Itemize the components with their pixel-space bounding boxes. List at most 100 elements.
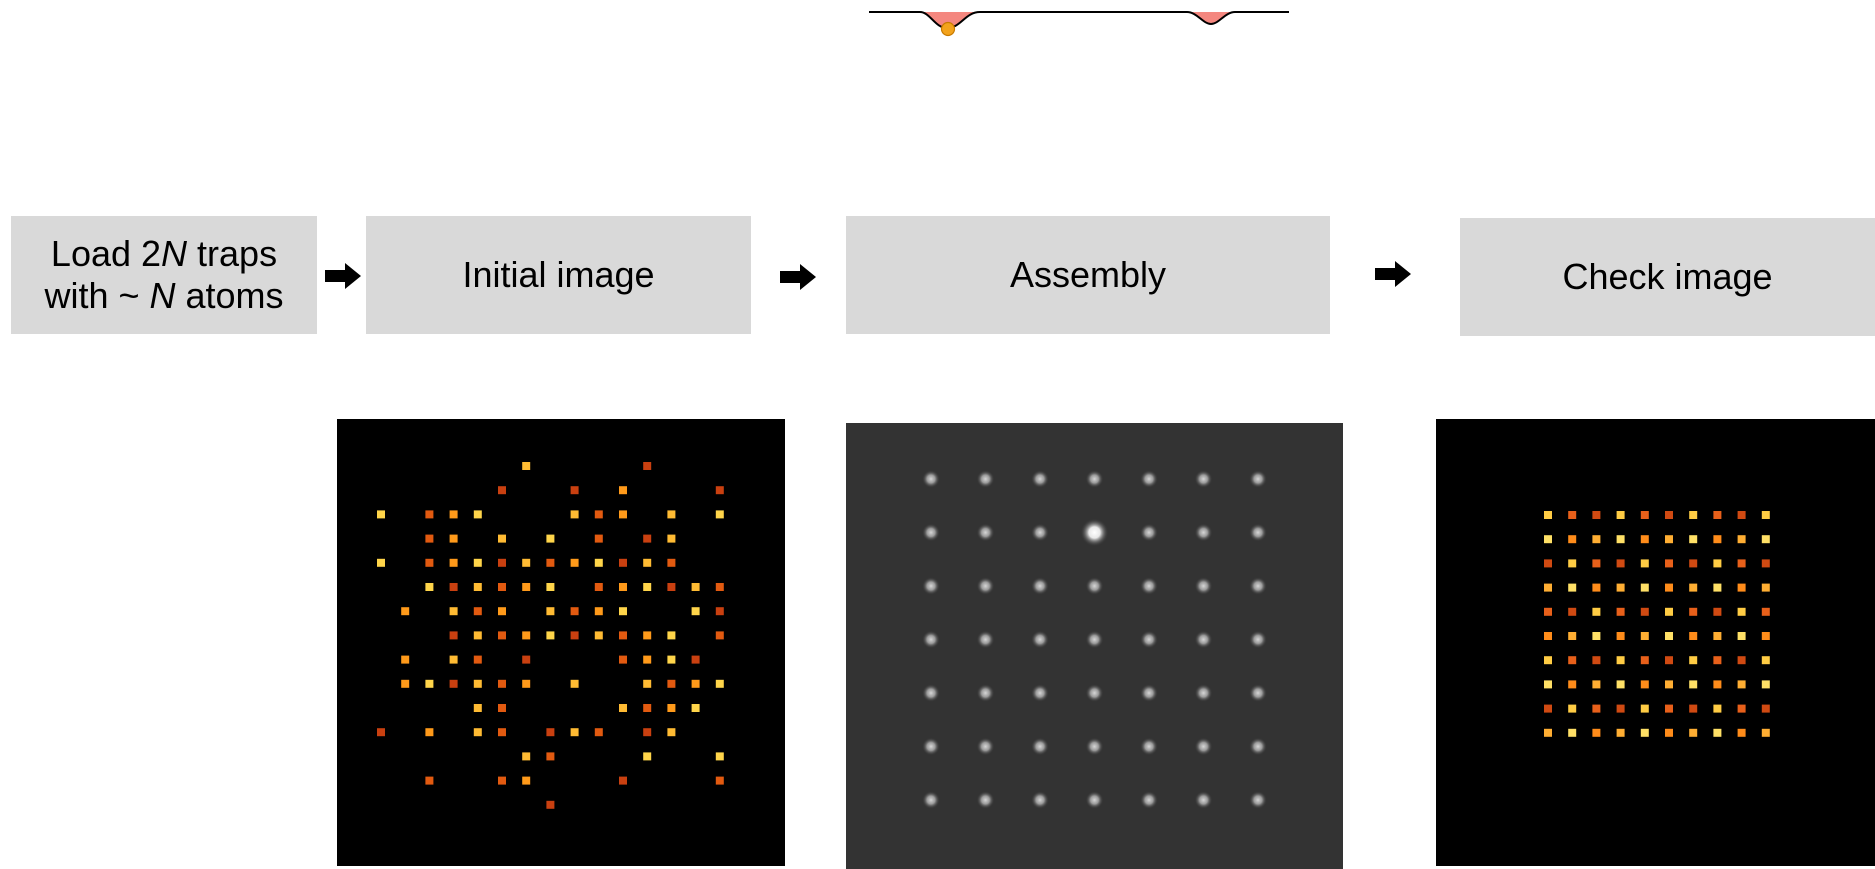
atom-dot [498, 558, 506, 567]
atom-dot [643, 679, 652, 688]
atom-dot [715, 607, 724, 616]
atom-dot [1568, 656, 1577, 665]
atom-dot [1737, 728, 1746, 737]
atom-dot [1665, 680, 1673, 689]
atom-dot [401, 607, 410, 616]
trap-spot [976, 737, 995, 756]
atom-dot [1544, 704, 1552, 713]
atom-dot [1640, 728, 1649, 737]
atom-dot [473, 728, 482, 737]
atom-dot [1689, 728, 1698, 737]
atom-dot [473, 583, 482, 591]
trap-spot [1031, 791, 1049, 809]
step-initial-image: Initial image [366, 216, 751, 334]
atom-dot [1713, 704, 1722, 713]
atom-dot [619, 607, 627, 616]
atom-dot [1640, 559, 1649, 568]
atom-dot [1592, 583, 1601, 592]
atom-dot [1713, 559, 1722, 568]
trap-spot [922, 523, 940, 542]
atom-dot [522, 679, 531, 688]
atom-dot [619, 583, 627, 591]
atom-dot [1665, 511, 1673, 519]
atom-dot [425, 583, 434, 591]
atom-dot [449, 583, 458, 591]
atom-dot [594, 510, 603, 519]
atom-dot [1544, 559, 1552, 568]
atom-dot [667, 510, 676, 519]
atom-dot [498, 704, 506, 712]
step-check-image: Check image [1460, 218, 1875, 336]
atom-dot [473, 679, 482, 688]
atom-dot [1713, 535, 1722, 544]
atom-dot [1761, 680, 1770, 689]
atom-dot [1640, 583, 1649, 592]
trap-spot [1085, 684, 1104, 702]
atom-dot [715, 631, 724, 640]
atom-dot [546, 631, 555, 640]
atom-dot [1616, 535, 1625, 544]
atom-dot [401, 679, 410, 688]
trap-spot [1249, 791, 1267, 809]
atom-dot [619, 776, 627, 785]
trap-spot [1085, 630, 1104, 649]
trap-spot [1194, 523, 1213, 542]
atom-dot [715, 583, 724, 591]
atom-dot [425, 558, 434, 567]
step-load-line-2: with ~ N atoms [44, 275, 284, 316]
trap-spot [976, 470, 995, 488]
trap-spot [1031, 470, 1049, 488]
atom-dot [1737, 632, 1746, 640]
atom-dot [715, 679, 724, 688]
atom-dot [546, 752, 555, 761]
atom-dot [594, 583, 603, 591]
atom-dot [667, 534, 676, 543]
atom-dot [1592, 511, 1601, 519]
atom-dot [1640, 656, 1649, 665]
assembly-trap-image [846, 423, 1343, 869]
atom-dot [1544, 632, 1552, 640]
trap-spot [922, 684, 940, 702]
atom-dot [1665, 535, 1673, 544]
atom-dot [1616, 656, 1625, 665]
atom-dot [1640, 511, 1649, 519]
trap-spot [1031, 577, 1049, 595]
atom-dot [1616, 632, 1625, 640]
trap-spot [922, 737, 940, 756]
atom-dot [1761, 656, 1770, 665]
atom-dot [619, 510, 627, 519]
potential-profile [869, 11, 1289, 37]
atom-dot [667, 728, 676, 737]
trap-spot [922, 577, 940, 595]
atom-dot [1616, 704, 1625, 713]
atom-dot [1665, 656, 1673, 665]
atom-dot [1737, 607, 1746, 616]
atom-dot [594, 534, 603, 543]
atom-dot [1640, 632, 1649, 640]
atom-dot [570, 679, 579, 688]
atom-dot [522, 776, 531, 785]
atom-dot [498, 486, 506, 495]
atom-dot [1568, 607, 1577, 616]
atom-dot [1616, 511, 1625, 519]
atom-dot [1761, 704, 1770, 713]
atom-dot [473, 510, 482, 519]
atom-dot [401, 655, 410, 664]
trap-spot [1249, 470, 1267, 488]
atom-dot [643, 728, 652, 737]
atom-dot [449, 631, 458, 640]
trap-spot [1140, 684, 1158, 702]
atom-dot [1592, 535, 1601, 544]
atom-dot [1544, 680, 1552, 689]
atom-dot [522, 655, 531, 664]
atom-dot [1544, 511, 1552, 519]
atom-dot [1713, 656, 1722, 665]
atom-dot [1568, 559, 1577, 568]
trap-spot [1140, 470, 1158, 488]
atom-dot [715, 752, 724, 761]
atom-dot [667, 631, 676, 640]
atom-dot [570, 510, 579, 519]
step-load-line-1: Load 2N traps [50, 233, 278, 275]
atom-dot [377, 510, 385, 519]
